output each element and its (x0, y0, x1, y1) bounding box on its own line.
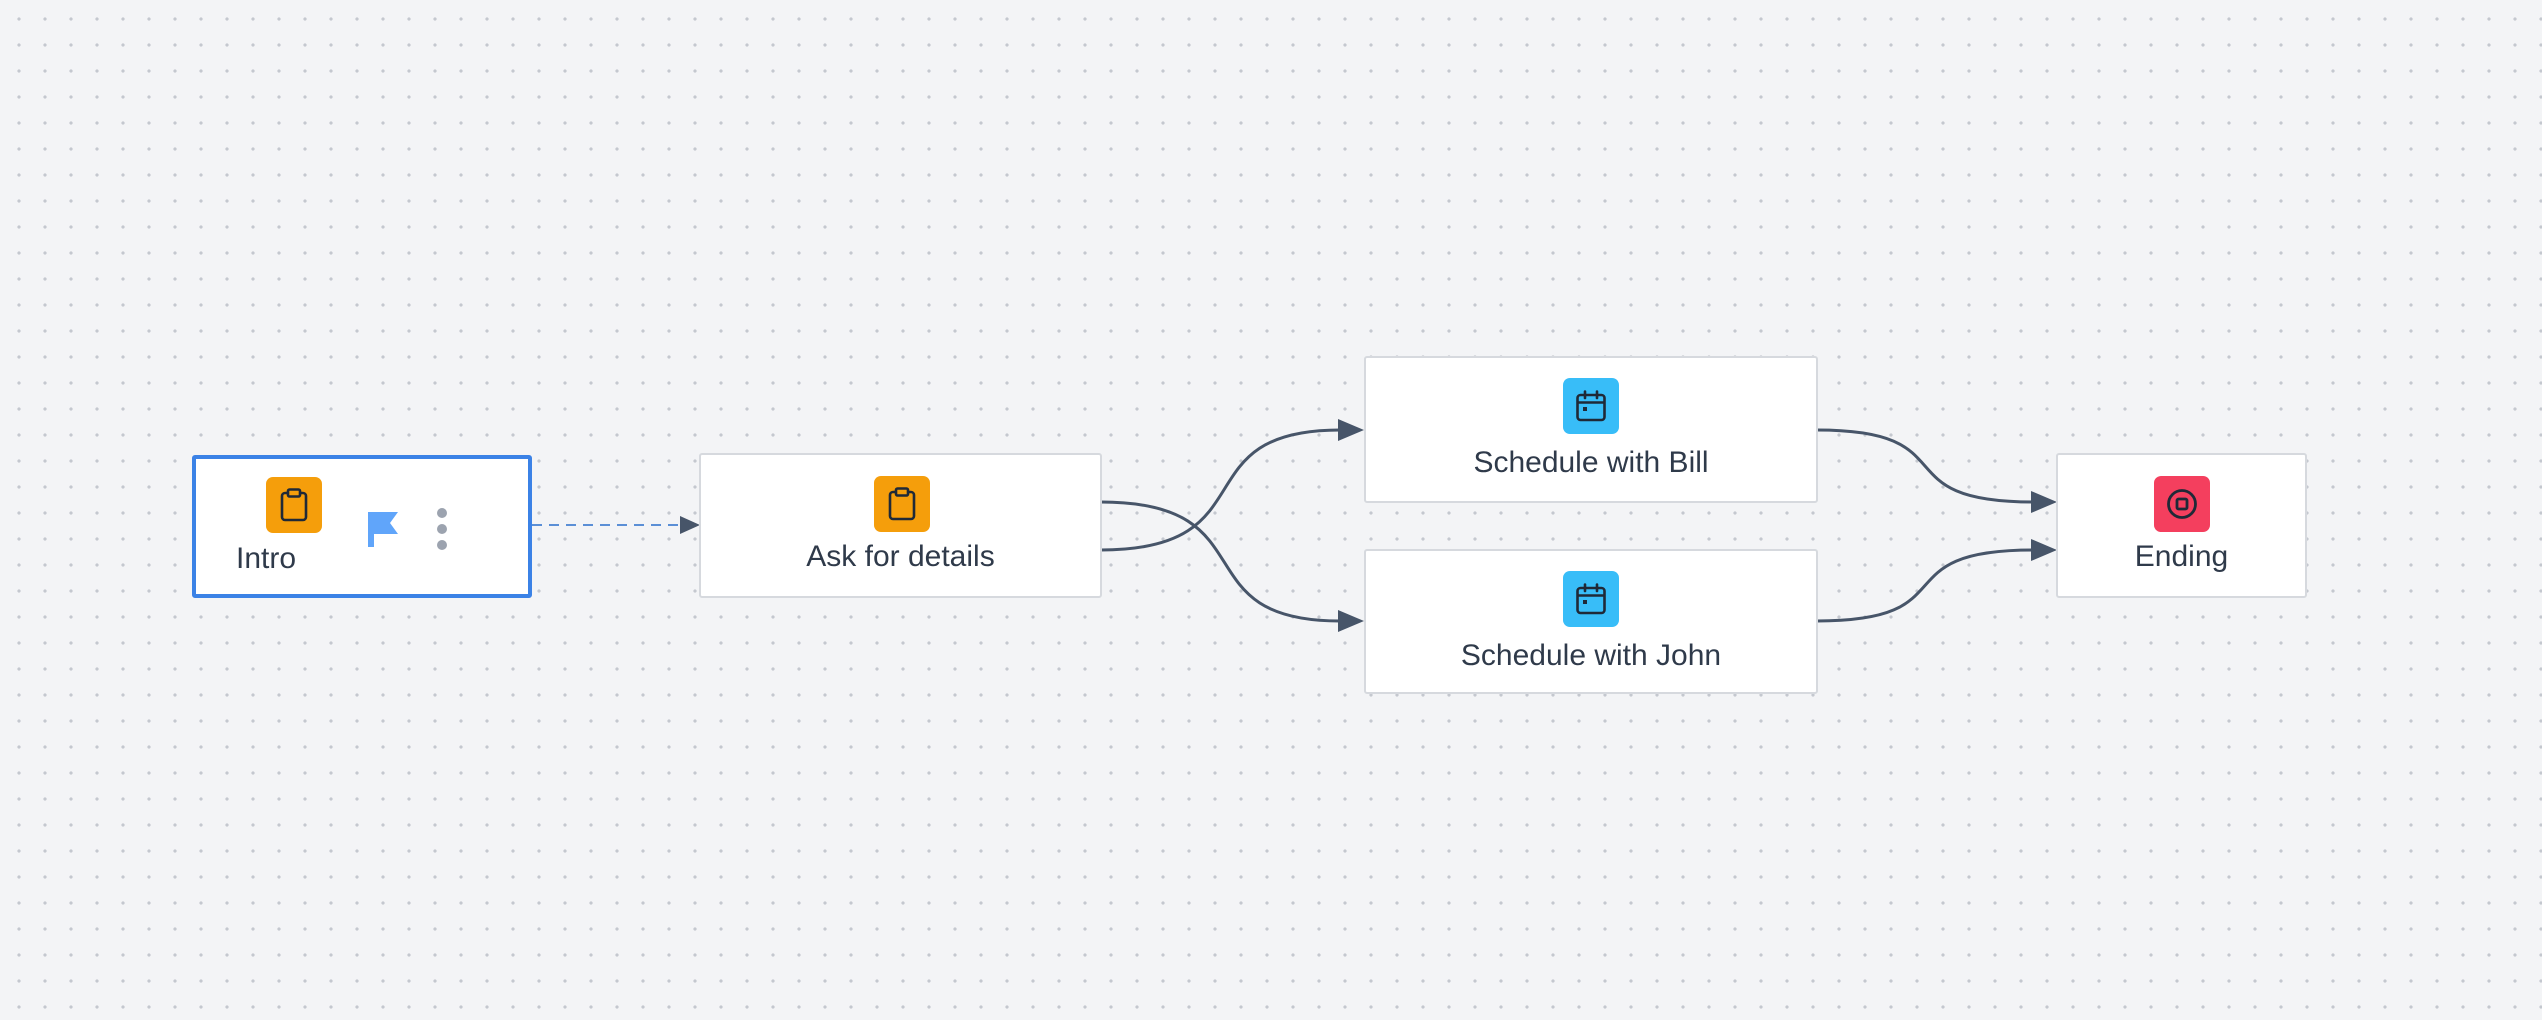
calendar-icon (1563, 571, 1619, 627)
edge-ask-to-john[interactable] (1100, 500, 1341, 623)
flag-icon[interactable] (362, 508, 404, 550)
clipboard-icon (874, 476, 930, 532)
more-vertical-icon[interactable] (432, 506, 452, 552)
edge-bill-to-ending-arrowhead (2031, 491, 2057, 513)
node-ending[interactable]: Ending (2056, 453, 2307, 598)
node-schedule-with-bill-label: Schedule with Bill (1473, 446, 1709, 479)
node-ask-for-details-label: Ask for details (806, 540, 995, 573)
node-schedule-with-john-label: Schedule with John (1460, 639, 1722, 672)
stop-icon (2154, 476, 2210, 532)
edge-john-to-ending-arrowhead (2031, 539, 2057, 561)
node-ending-label: Ending (2134, 540, 2229, 573)
node-schedule-with-john[interactable]: Schedule with John (1364, 549, 1818, 694)
edge-ask-to-john-arrowhead (1338, 610, 1364, 632)
edge-ask-to-bill[interactable] (1100, 428, 1341, 552)
node-ask-for-details[interactable]: Ask for details (699, 453, 1102, 598)
edge-bill-to-ending[interactable] (1816, 428, 2034, 504)
node-schedule-with-bill[interactable]: Schedule with Bill (1364, 356, 1818, 503)
node-intro-label: Intro (235, 542, 297, 575)
node-intro[interactable]: Intro (192, 455, 532, 598)
clipboard-icon (266, 477, 322, 533)
edge-ask-to-bill-arrowhead (1338, 419, 1364, 441)
edge-intro-to-ask-arrowhead (680, 516, 700, 534)
edge-john-to-ending[interactable] (1816, 548, 2034, 623)
calendar-icon (1563, 378, 1619, 434)
